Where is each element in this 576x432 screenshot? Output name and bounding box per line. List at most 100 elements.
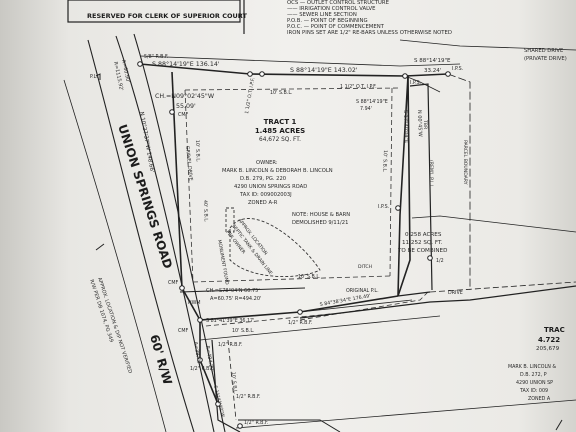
label-ips-3: I.P.S.	[378, 204, 389, 210]
septic-area	[225, 207, 321, 277]
legend-line-3: —— SEWER LINE SECTION	[287, 12, 357, 18]
pin-frac	[427, 255, 433, 261]
misc-marks	[95, 73, 563, 431]
tract1-tax: TAX ID: 009002003J	[239, 192, 292, 198]
label-sbl-7: 10' S.B.L.	[230, 372, 238, 395]
label-sbl-3: 10' S.B.L.	[381, 150, 388, 173]
pin-ips-1	[402, 73, 408, 79]
tract1-db: D.B. 279, PG. 220	[240, 176, 286, 182]
tract2-sqft2: 205,679	[536, 346, 560, 352]
label-cmf-3: CMF	[178, 328, 188, 334]
north-boundary	[139, 39, 576, 93]
pin-rbf-2	[197, 317, 203, 323]
bearing-west-short: S 88°14'19"E	[356, 99, 388, 105]
label-ips-2: I.P.S.	[452, 66, 463, 72]
bearing-north-3-dist: 33.24'	[424, 68, 441, 74]
bearing-south-1: S 81°41'39"E 36.17'	[206, 318, 254, 324]
tract2-info: 0.258 ACRES 11,252 SQ. FT. TO BE COMBINE…	[397, 232, 565, 402]
pin-ips-2	[445, 71, 451, 77]
label-rbf-6: 1/2" R.B.F.	[190, 366, 214, 372]
road-edge-east	[133, 33, 226, 432]
bearing-north-1: S 88°14'19"E 136.14'	[152, 60, 220, 68]
legend-line-4: P.O.B. — POINT OF BEGINNING	[287, 18, 368, 24]
bearing-ch-bottom: CH.=S78°04'N 60.75'	[206, 288, 260, 294]
tract2-sqft: 11,252 SQ. FT.	[402, 240, 443, 246]
pin-rbf-6	[197, 357, 203, 363]
pin-ot-2	[259, 71, 265, 77]
label-misc-2: (REM'L P.L.)	[428, 160, 434, 187]
south-curve: R=494.20'	[204, 345, 215, 372]
label-misc-3: PARCEL BOUNDARY	[462, 140, 468, 185]
legend-line-6: IRON PINS SET ARE 1/2" RE-BARS UNLESS OT…	[287, 30, 452, 36]
label-hwm: HWM	[188, 300, 201, 306]
label-cmf-1: CMF	[178, 112, 188, 118]
tract2-db: D.B. 272, P	[520, 372, 547, 378]
label-drive: DRIVE	[448, 290, 463, 296]
label-misc-1: TBR	[422, 119, 428, 130]
tract1-info: TRACT 1 1.485 ACRES 64,672 SQ. FT. OWNER…	[222, 118, 350, 226]
tract2-zone: ZONED A	[528, 396, 551, 402]
bearing-north-3: S 88°14'19"E	[414, 58, 451, 64]
pins	[137, 61, 451, 429]
label-sbl-2: 10' S.B.L.	[194, 140, 201, 163]
label-rbf-1: 5/8" R.B.F.	[144, 54, 168, 60]
tract1-address: 4290 UNION SPRINGS ROAD	[234, 184, 307, 190]
bearing-east-1: S 17°40'04"E	[402, 110, 409, 143]
curve-left: A=60.90'	[120, 59, 131, 83]
pin-ot-1	[247, 71, 253, 77]
tract1-note: NOTE: HOUSE & BARN	[292, 212, 350, 218]
label-ips-1: I.P.S.	[410, 80, 421, 86]
tract2-acres2: 4.722	[538, 336, 560, 344]
clerk-box: RESERVED FOR CLERK OF SUPERIOR COURT	[67, 0, 247, 23]
pin-rbf-3	[297, 309, 303, 315]
south-lines	[179, 287, 576, 432]
tract1-zone: ZONED A-R	[248, 200, 278, 206]
label-frac: 1/2	[436, 258, 444, 264]
label-cmf-2: CMF	[168, 280, 178, 286]
tract2-title: TRAC	[544, 326, 565, 334]
tract1-sqft: 64,672 SQ. FT.	[259, 137, 301, 143]
label-sbl-1: 10' S.B.L.	[270, 90, 293, 96]
pin-cmf-2	[179, 285, 185, 291]
pin-ips-3	[395, 205, 401, 211]
tract1-owner-label: OWNER:	[256, 160, 278, 166]
label-orig-pl: ORIGINAL P.L.	[346, 288, 379, 294]
label-rbf-2: 1/2" R.B.F.	[218, 342, 242, 348]
label-rbf-5: 1/2" R.B.F.	[244, 420, 268, 426]
label-gravel: GRAVEL DRIVE	[184, 146, 194, 182]
label-shared-drive: SHARED DRIVE	[524, 48, 563, 54]
road-edge-west	[87, 39, 195, 432]
pin-cmf-1	[169, 109, 175, 115]
bearing-ch-top: CH.=N09°02'45"W	[155, 92, 215, 100]
tract1-owner: MARK B. LINCOLN & DEBORAH B. LINCOLN	[222, 168, 333, 174]
bearing-west-short-dist: 7.94'	[360, 106, 372, 112]
tract2-tax: TAX ID: 009	[519, 388, 548, 394]
label-ot-2: 1 1/2" O.T. I.P.F.	[340, 84, 377, 90]
legend: OCS — OUTLET CONTROL STRUCTURE —— IRRIGA…	[243, 0, 452, 36]
label-sbl-5: 10' S.B.L.	[232, 328, 255, 334]
label-sbl-4: 10' S.B.L.	[298, 274, 321, 280]
tract1-boundary	[171, 71, 411, 405]
legend-line-1: OCS — OUTLET CONTROL STRUCTURE	[287, 0, 390, 6]
pin-rbf-4	[215, 401, 221, 407]
south-curve-a: A=38.76'	[192, 341, 202, 365]
label-private-drive: (PRIVATE DRIVE)	[524, 56, 567, 62]
bearing-north-2: S 88°14'19"E 143.02'	[290, 66, 358, 74]
clerk-note: RESERVED FOR CLERK OF SUPERIOR COURT	[87, 12, 247, 20]
tract1-title: TRACT 1	[264, 118, 297, 126]
tract2-boundary	[299, 73, 576, 319]
tract2-acres: 0.258 ACRES	[405, 232, 442, 238]
label-pl: P.L.	[90, 74, 98, 80]
label-rbf-3: 1/2" R.B.F.	[288, 320, 312, 326]
bearing-ch-top-dist: 55.09'	[176, 103, 196, 110]
bearing-arc-bottom: A=60.75' R=494.20'	[210, 296, 261, 302]
label-sbl-6: 40' S.B.L.	[202, 200, 209, 223]
bearing-east-2: N 00°45'W	[416, 110, 423, 137]
legend-line-5: P.O.C. — POINT OF COMMENCEMENT	[287, 24, 385, 30]
tract2-combine: TO BE COMBINED	[397, 248, 447, 254]
legend-line-2: —— IRRIGATION CONTROL VALVE	[287, 6, 376, 12]
tract1-acres: 1.485 ACRES	[255, 127, 305, 135]
